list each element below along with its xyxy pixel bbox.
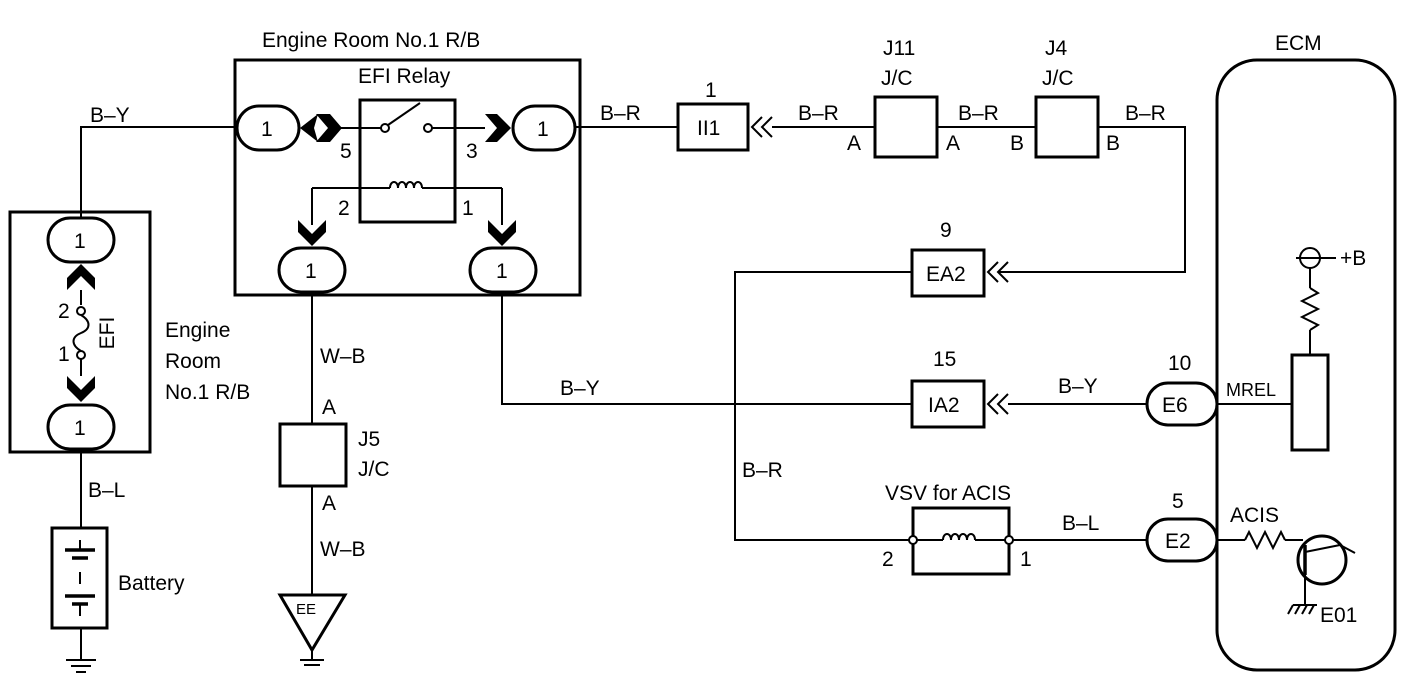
acis-label: ACIS: [1230, 504, 1279, 527]
engine-room-rb-left: 1 1 2 1 EFI Engine Room No.1 R/B: [8, 210, 250, 454]
rb-left-line1: Engine: [165, 319, 230, 342]
oval-pin-label: 1: [305, 260, 317, 283]
ii1-pin: 1: [705, 79, 717, 102]
ecm: ECM +B MREL ACIS E01: [1215, 32, 1397, 672]
connector-ia2: [910, 379, 986, 429]
wire-br-top2: B–R: [798, 102, 839, 125]
e01-label: E01: [1320, 604, 1357, 627]
mrel-relay: [1290, 353, 1330, 452]
wire-br-top3: B–R: [958, 102, 999, 125]
ground-ee-label: EE: [296, 601, 316, 618]
mrel-label: MREL: [1226, 380, 1276, 400]
vsv-acis: VSV for ACIS 2 1 B–L 5 E2: [882, 482, 1219, 576]
ia2-pin: 15: [933, 348, 956, 371]
relay-pin-1: 1: [462, 197, 474, 220]
engine-room-rb-top: Engine Room No.1 R/B EFI Relay 1 1 1 1: [233, 29, 582, 297]
rb-left-line2: Room: [165, 350, 221, 373]
j11-left-pin: A: [847, 132, 861, 155]
wire-wb-lower: W–B: [320, 538, 366, 561]
oval-pin-label: 1: [261, 118, 273, 141]
j4-left-pin: B: [1010, 132, 1024, 155]
battery: B–L Battery: [50, 449, 185, 673]
rb-top-title: Engine Room No.1 R/B: [262, 29, 480, 52]
j4-junction: [1034, 95, 1100, 159]
j5-top-pin: A: [322, 396, 336, 419]
vsv-pin-1: 1: [1020, 548, 1032, 571]
j11-junction: [873, 95, 939, 159]
wire-wb-upper: W–B: [320, 345, 366, 368]
oval-pin-label: 1: [496, 260, 508, 283]
oval-pin-label: 1: [74, 417, 86, 440]
ea2-pin: 9: [940, 219, 952, 242]
ia2-circuit: B–Y 15 IA2 B–Y 10 E6: [501, 292, 1219, 429]
battery-label: Battery: [118, 572, 185, 595]
fuse-pin-2: 2: [58, 300, 70, 323]
relay-pin-5: 5: [340, 140, 352, 163]
oval-pin-label: 1: [537, 118, 549, 141]
j5-junction: [278, 422, 348, 488]
ia2-label: IA2: [928, 394, 960, 417]
j4-right-pin: B: [1106, 132, 1120, 155]
j4-sub-label: J/C: [1042, 67, 1074, 90]
efi-relay: [358, 98, 457, 224]
relay-pin-3: 3: [466, 140, 478, 163]
j11-sub-label: J/C: [881, 67, 913, 90]
j11-label: J11: [883, 37, 915, 60]
ground-ee: [277, 593, 348, 653]
wire-bl-right: B–L: [1062, 512, 1099, 535]
connector-ii1: [676, 102, 750, 152]
ecm-label: ECM: [1275, 32, 1322, 55]
relay-pin-2: 2: [338, 197, 350, 220]
j5-sub-label: J/C: [358, 458, 390, 481]
wire-bl-left: B–L: [88, 479, 125, 502]
br-top-chain: B–R 1 II1 B–R A J11 J/C A B–R B J4 J/C B…: [575, 37, 1186, 273]
efi-relay-label: EFI Relay: [358, 65, 451, 88]
ea2-circuit: 9 EA2 B–R: [734, 219, 1009, 541]
rb-left-line3: No.1 R/B: [165, 381, 250, 404]
wire-by-right: B–Y: [1058, 375, 1098, 398]
wire-br-top1: B–R: [600, 102, 641, 125]
e6-label: E6: [1162, 394, 1188, 417]
j5-label: J5: [358, 428, 380, 451]
e6-pin: 10: [1168, 352, 1191, 375]
vsv-pin-2: 2: [882, 548, 894, 571]
ii1-label: II1: [697, 117, 720, 140]
vsv-label: VSV for ACIS: [885, 482, 1011, 505]
wire-br-top4: B–R: [1125, 102, 1166, 125]
j4-label: J4: [1045, 37, 1068, 60]
plus-b-label: +B: [1340, 247, 1366, 270]
j5-circuit: W–B A J5 J/C A W–B EE: [277, 292, 390, 666]
j5-bottom-pin: A: [322, 492, 336, 515]
oval-pin-label: 1: [74, 230, 86, 253]
wire-by-mid: B–Y: [560, 377, 600, 400]
ea2-label: EA2: [926, 263, 966, 286]
efi-fuse-label: EFI: [96, 317, 119, 350]
e2-pin: 5: [1172, 490, 1184, 513]
j11-right-pin: A: [946, 132, 960, 155]
wire-by-left: B–Y: [90, 104, 130, 127]
e2-label: E2: [1165, 530, 1191, 553]
wire-br-mid: B–R: [742, 459, 783, 482]
fuse-pin-1: 1: [58, 343, 70, 366]
